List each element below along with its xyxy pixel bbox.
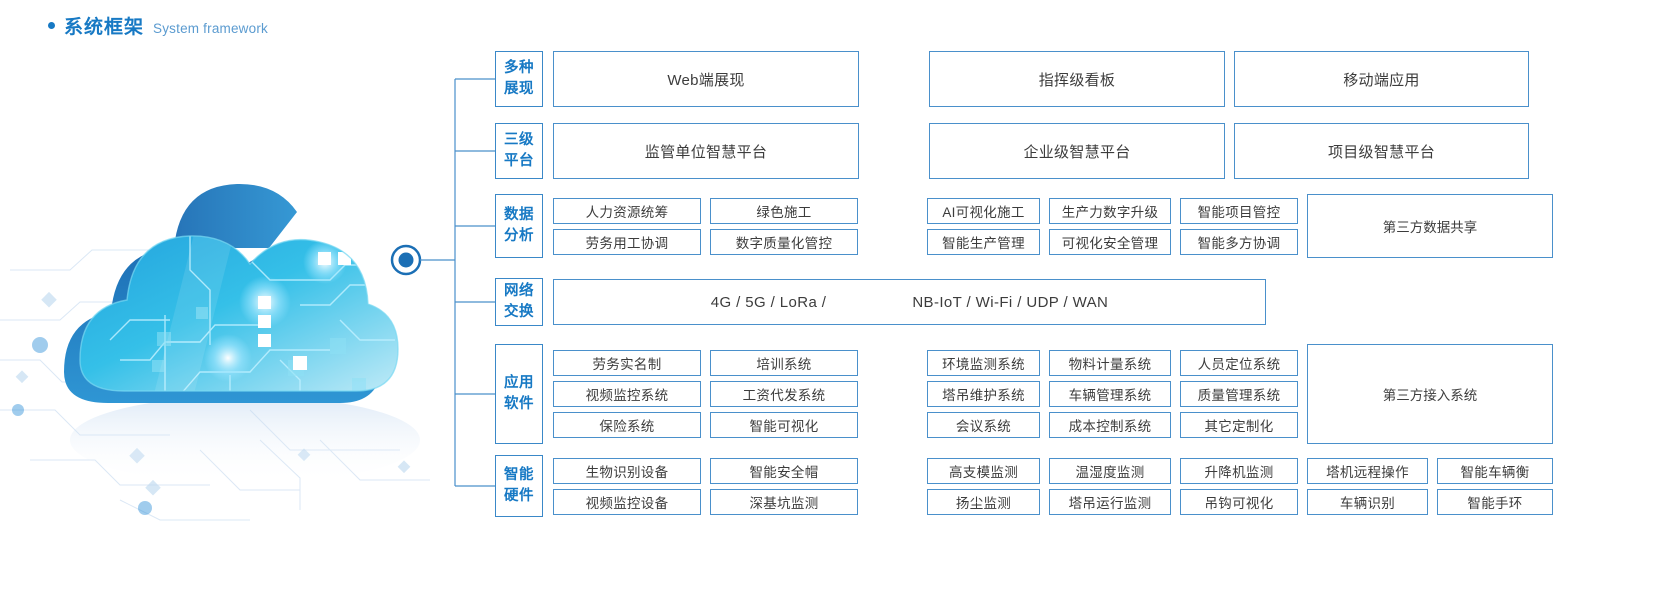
cell-mobile-app[interactable]: 移动端应用 [1234, 51, 1529, 107]
row-network: 网络 交换 4G / 5G / LoRa / NB-IoT / Wi-Fi / … [495, 278, 1673, 326]
cell-third-party-access-system[interactable]: 第三方接入系统 [1307, 344, 1553, 444]
cell-material-metering[interactable]: 物料计量系统 [1049, 350, 1171, 376]
cell-vehicle-management[interactable]: 车辆管理系统 [1049, 381, 1171, 407]
cell-crane-operation-monitoring[interactable]: 塔吊运行监测 [1049, 488, 1171, 515]
cell-formwork-monitoring[interactable]: 高支模监测 [927, 457, 1040, 484]
cell-labor-real-name[interactable]: 劳务实名制 [553, 350, 701, 376]
cell-temp-humidity-monitoring[interactable]: 温湿度监测 [1049, 457, 1171, 484]
cell-green-construction[interactable]: 绿色施工 [710, 197, 858, 224]
cell-ai-visual-construction[interactable]: AI可视化施工 [927, 197, 1040, 224]
cell-third-party-data-sharing[interactable]: 第三方数据共享 [1307, 194, 1553, 258]
cell-visual-safety-mgmt[interactable]: 可视化安全管理 [1049, 228, 1171, 255]
title-chinese: 系统框架 [64, 17, 145, 38]
row-label-application-software: 应用 软件 [495, 344, 543, 444]
cell-smart-weighbridge[interactable]: 智能车辆衡 [1437, 457, 1553, 484]
cloud-computing-illustration [0, 110, 470, 530]
row-smart-hardware: 智能 硬件 生物识别设备 智能安全帽 视频监控设备 深基坑监测 高支模监测 温湿… [495, 455, 1673, 517]
group-data-mid: AI可视化施工 生产力数字升级 智能项目管控 智能生产管理 可视化安全管理 智能… [927, 194, 1298, 258]
cell-insurance-system[interactable]: 保险系统 [553, 412, 701, 438]
cell-video-surveillance-device[interactable]: 视频监控设备 [553, 488, 701, 515]
cell-command-dashboard[interactable]: 指挥级看板 [929, 51, 1225, 107]
row-label-network: 网络 交换 [495, 278, 543, 326]
cell-cost-control[interactable]: 成本控制系统 [1049, 412, 1171, 438]
cell-vehicle-recognition[interactable]: 车辆识别 [1307, 488, 1428, 515]
cell-web-display[interactable]: Web端展现 [553, 51, 859, 107]
cell-digital-quality-control[interactable]: 数字质量化管控 [710, 228, 858, 255]
cell-deep-pit-monitoring[interactable]: 深基坑监测 [710, 488, 858, 515]
cell-regulatory-platform[interactable]: 监管单位智慧平台 [553, 123, 859, 179]
group-hw-mid: 高支模监测 温湿度监测 升降机监测 扬尘监测 塔吊运行监测 吊钩可视化 [927, 455, 1298, 517]
group-data-left: 人力资源统筹 绿色施工 劳务用工协调 数字质量化管控 [553, 194, 858, 258]
cell-smart-production-mgmt[interactable]: 智能生产管理 [927, 228, 1040, 255]
cell-training-system[interactable]: 培训系统 [710, 350, 858, 376]
cell-project-platform[interactable]: 项目级智慧平台 [1234, 123, 1529, 179]
connector-node-icon [390, 244, 422, 276]
group-app-left: 劳务实名制 培训系统 视频监控系统 工资代发系统 保险系统 智能可视化 [553, 344, 858, 444]
cell-environment-monitoring[interactable]: 环境监测系统 [927, 350, 1040, 376]
page-title: 系统框架 System framework [48, 12, 268, 39]
group-hw-extra: 塔机远程操作 智能车辆衡 车辆识别 智能手环 [1307, 455, 1553, 517]
cell-quality-management[interactable]: 质量管理系统 [1180, 381, 1298, 407]
row-label-smart-hardware: 智能 硬件 [495, 455, 543, 517]
cell-enterprise-platform[interactable]: 企业级智慧平台 [929, 123, 1225, 179]
title-english: System framework [153, 21, 268, 36]
cell-tower-remote-operation[interactable]: 塔机远程操作 [1307, 457, 1428, 484]
cell-biometric-device[interactable]: 生物识别设备 [553, 457, 701, 484]
cell-productivity-upgrade[interactable]: 生产力数字升级 [1049, 197, 1171, 224]
row-data-analysis: 数据 分析 人力资源统筹 绿色施工 劳务用工协调 数字质量化管控 AI可视化施工… [495, 194, 1673, 258]
cell-hook-visualization[interactable]: 吊钩可视化 [1180, 488, 1298, 515]
cell-smart-project-control[interactable]: 智能项目管控 [1180, 197, 1298, 224]
cell-elevator-monitoring[interactable]: 升降机监测 [1180, 457, 1298, 484]
cell-payroll-system[interactable]: 工资代发系统 [710, 381, 858, 407]
network-label-iot: NB-IoT / Wi-Fi / UDP / WAN [912, 293, 1109, 311]
row-platform: 三级 平台 监管单位智慧平台 企业级智慧平台 项目级智慧平台 [495, 123, 1673, 179]
cell-smart-visualization[interactable]: 智能可视化 [710, 412, 858, 438]
bullet-dot-icon [48, 22, 55, 29]
row-application-software: 应用 软件 劳务实名制 培训系统 视频监控系统 工资代发系统 保险系统 智能可视… [495, 344, 1673, 444]
cell-labor-coordination[interactable]: 劳务用工协调 [553, 228, 701, 255]
cell-video-surveillance-system[interactable]: 视频监控系统 [553, 381, 701, 407]
cell-crane-maintenance[interactable]: 塔吊维护系统 [927, 381, 1040, 407]
cell-dust-monitoring[interactable]: 扬尘监测 [927, 488, 1040, 515]
network-label-cellular: 4G / 5G / LoRa / [710, 293, 827, 311]
group-hw-left: 生物识别设备 智能安全帽 视频监控设备 深基坑监测 [553, 455, 858, 517]
cell-smart-helmet[interactable]: 智能安全帽 [710, 457, 858, 484]
row-label-platform: 三级 平台 [495, 123, 543, 179]
cell-network-protocols[interactable]: 4G / 5G / LoRa / NB-IoT / Wi-Fi / UDP / … [553, 279, 1266, 325]
cell-meeting-system[interactable]: 会议系统 [927, 412, 1040, 438]
cell-hr-coordination[interactable]: 人力资源统筹 [553, 197, 701, 224]
cell-smart-wristband[interactable]: 智能手环 [1437, 488, 1553, 515]
row-label-data-analysis: 数据 分析 [495, 194, 543, 258]
cell-personnel-positioning[interactable]: 人员定位系统 [1180, 350, 1298, 376]
row-presentation: 多种 展现 Web端展现 指挥级看板 移动端应用 [495, 51, 1673, 107]
cell-smart-multiparty[interactable]: 智能多方协调 [1180, 228, 1298, 255]
cell-other-customization[interactable]: 其它定制化 [1180, 412, 1298, 438]
group-app-mid: 环境监测系统 物料计量系统 人员定位系统 塔吊维护系统 车辆管理系统 质量管理系… [927, 344, 1298, 444]
row-label-presentation: 多种 展现 [495, 51, 543, 107]
